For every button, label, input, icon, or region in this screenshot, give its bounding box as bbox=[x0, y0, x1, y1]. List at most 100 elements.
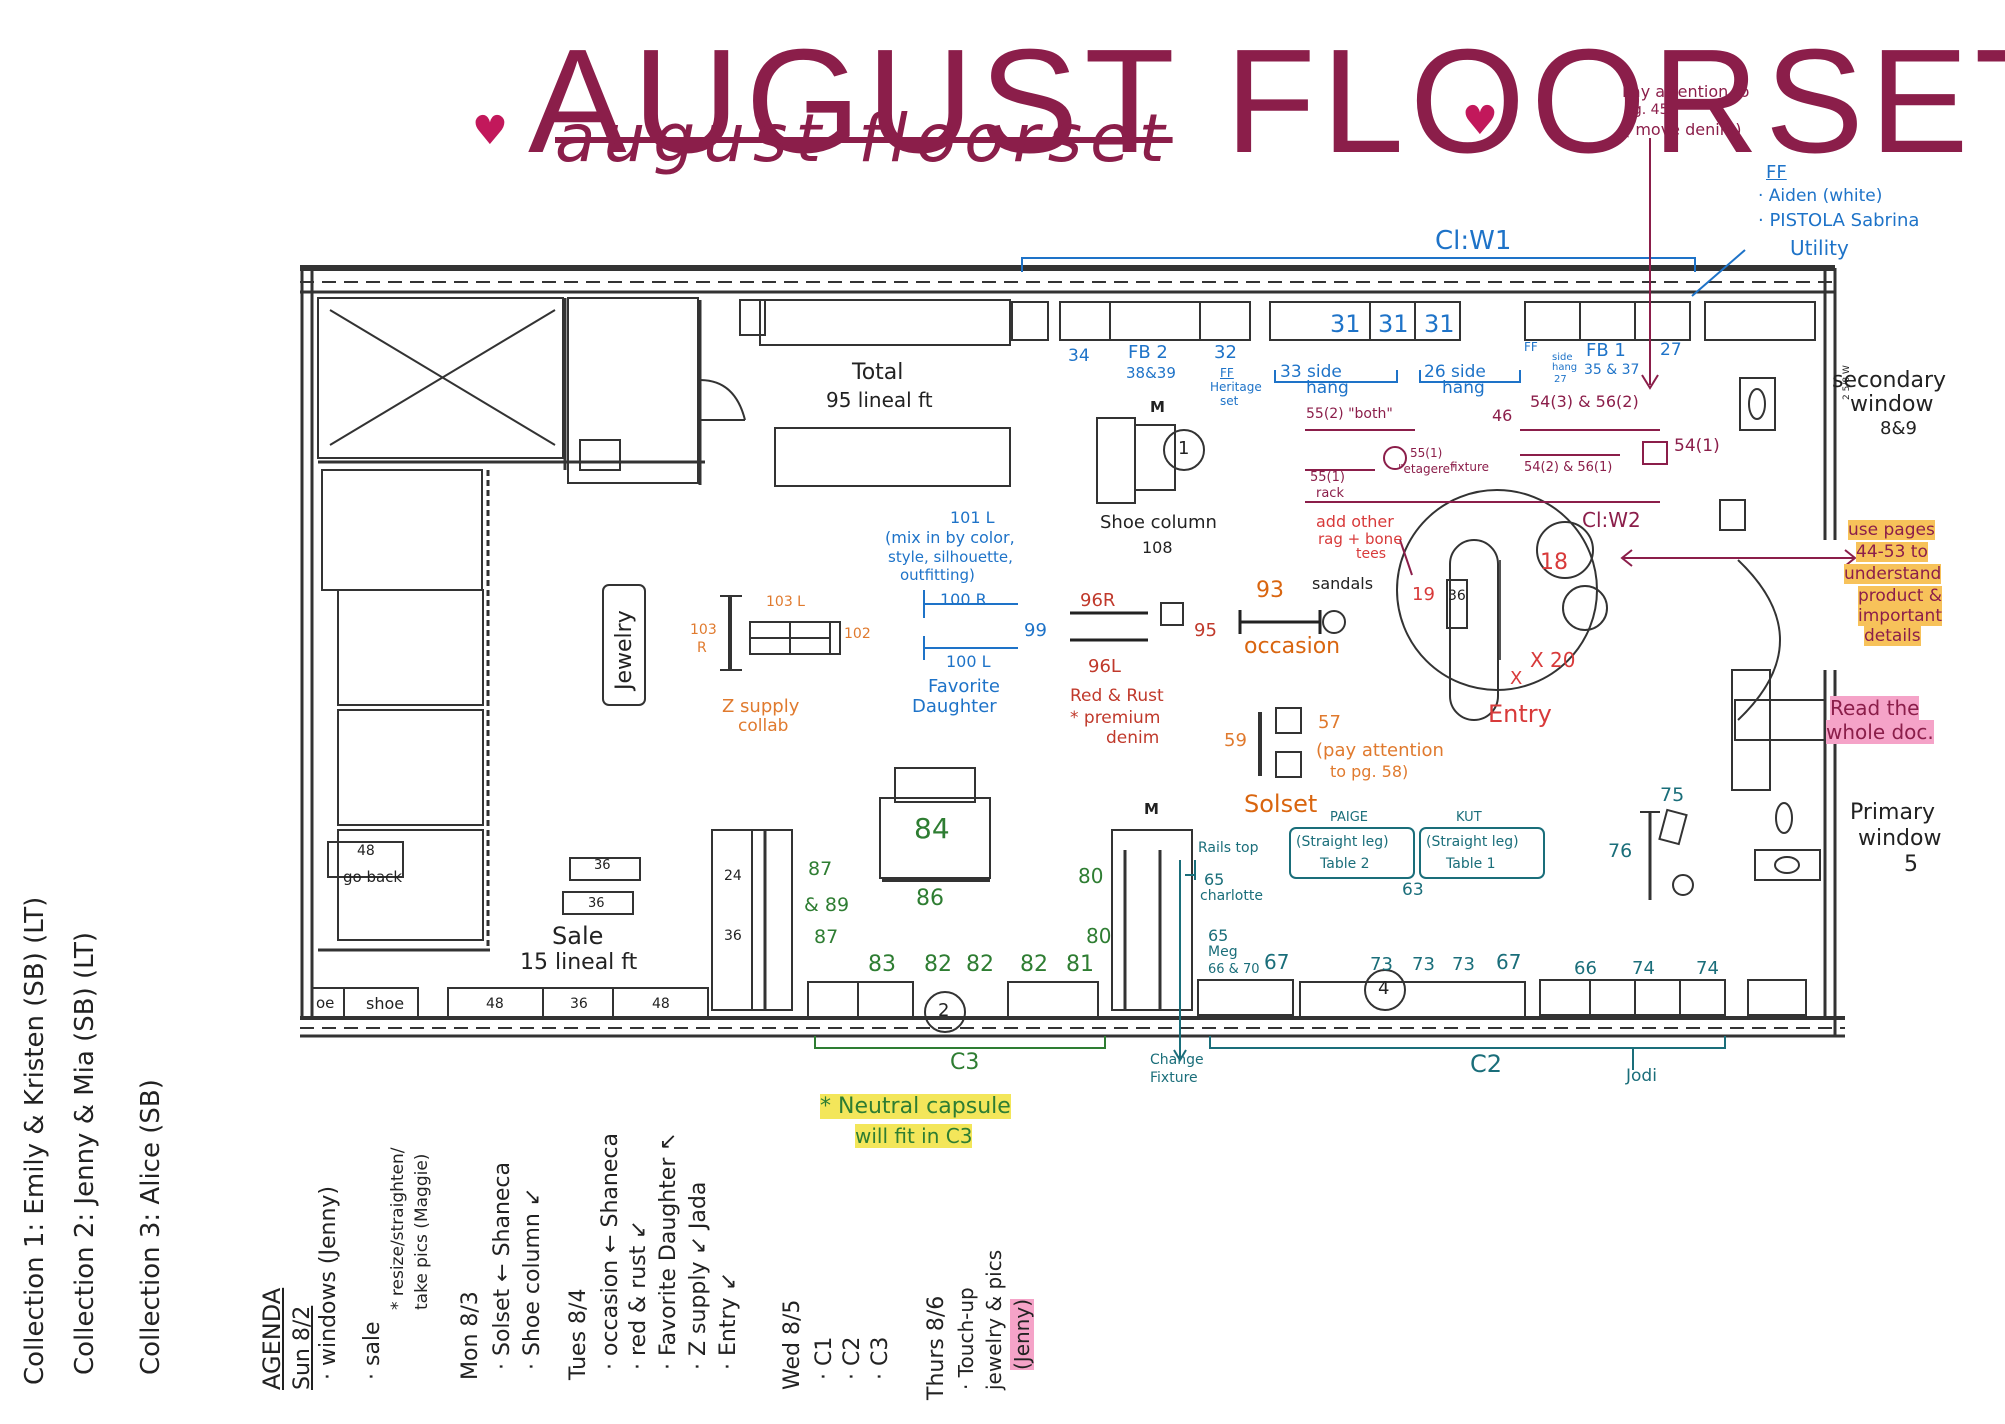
label-65a: 65 bbox=[1204, 870, 1225, 889]
secondary-window-3: 8&9 bbox=[1880, 418, 1917, 439]
label-55-1-rack: 55(1) bbox=[1310, 470, 1345, 485]
label-31c: 31 bbox=[1424, 310, 1455, 338]
m-label-right: M bbox=[1144, 800, 1159, 818]
neutral-capsule-1: * Neutral capsule bbox=[820, 1094, 1011, 1119]
label-fb1: FB 1 bbox=[1586, 340, 1626, 361]
label-46: 46 bbox=[1492, 406, 1513, 425]
agenda-tues: Tues 8/4 bbox=[566, 1288, 591, 1380]
agenda-thurs-2: jewelry & pics bbox=[982, 1249, 1006, 1390]
column-24-label: 24 bbox=[724, 868, 742, 884]
side-hang-27-3: 27 bbox=[1554, 374, 1567, 385]
agenda-tues-1: · occasion ← Shaneca bbox=[598, 1133, 623, 1370]
use-pages-2: 44-53 to bbox=[1856, 542, 1928, 562]
add-other-2: rag + bone bbox=[1318, 530, 1403, 548]
bottom-48a: 48 bbox=[486, 996, 504, 1012]
add-other-1: add other bbox=[1316, 512, 1394, 531]
pay-attention-note-3: ( move denim) bbox=[1624, 120, 1742, 139]
shoe-column-number: 108 bbox=[1142, 538, 1173, 557]
red-rust-3: denim bbox=[1106, 728, 1160, 748]
use-pages-1: use pages bbox=[1848, 520, 1935, 540]
label-27: 27 bbox=[1660, 340, 1682, 360]
c3-row-81: 81 bbox=[1066, 952, 1094, 977]
label-59: 59 bbox=[1224, 730, 1247, 751]
label-93: 93 bbox=[1256, 578, 1284, 603]
ff-note-title: FF bbox=[1766, 162, 1787, 183]
c3-row-82a: 82 bbox=[924, 952, 952, 977]
label-96r: 96R bbox=[1080, 590, 1116, 611]
column-36-label: 36 bbox=[724, 928, 742, 944]
label-102: 102 bbox=[844, 626, 871, 642]
side-hang-26: 26 side bbox=[1424, 362, 1486, 382]
ff-heritage-2: Heritage bbox=[1210, 380, 1262, 394]
label-95: 95 bbox=[1194, 620, 1217, 641]
sandals-circle bbox=[1322, 610, 1346, 634]
circle-1-label: 1 bbox=[1178, 438, 1190, 459]
cl-w2-label: Cl:W2 bbox=[1582, 508, 1641, 532]
agenda-tues-5: · Entry ↙ bbox=[716, 1272, 741, 1370]
label-103r-sub: R bbox=[697, 640, 707, 656]
square-95 bbox=[1160, 602, 1184, 626]
label-54-1: 54(1) bbox=[1674, 436, 1720, 456]
circle-4-label: 4 bbox=[1378, 978, 1390, 999]
label-101l: 101 L bbox=[950, 508, 995, 527]
red-rust-2: * premium bbox=[1070, 708, 1161, 728]
ff-small: FF bbox=[1524, 340, 1538, 354]
pay-58-2: to pg. 58) bbox=[1330, 762, 1409, 781]
paige-table: Table 2 bbox=[1320, 856, 1370, 872]
label-fb1-sub: 35 & 37 bbox=[1584, 362, 1640, 378]
favorite-daughter-2: Daughter bbox=[912, 696, 997, 717]
label-80a: 80 bbox=[1078, 864, 1104, 888]
label-76: 76 bbox=[1608, 840, 1633, 862]
shoe-label: shoe bbox=[366, 994, 405, 1013]
sale-label: Sale bbox=[552, 922, 604, 950]
label-55-1-rack-sub: rack bbox=[1316, 486, 1344, 501]
c2-row-73c: 73 bbox=[1452, 954, 1475, 975]
change-fixture-2: Fixture bbox=[1150, 1070, 1198, 1086]
label-86: 86 bbox=[916, 886, 944, 911]
paige-sub: (Straight leg) bbox=[1296, 834, 1389, 850]
label-96l: 96L bbox=[1088, 656, 1121, 677]
sale-table-36a: 36 bbox=[594, 858, 611, 873]
bottom-36: 36 bbox=[570, 996, 588, 1012]
jodi-label: Jodi bbox=[1626, 1066, 1657, 1086]
red-rust-1: Red & Rust bbox=[1070, 686, 1164, 706]
label-55-1-etagere-2: "etagere" bbox=[1398, 462, 1456, 476]
bottom-48b: 48 bbox=[652, 996, 670, 1012]
label-75: 75 bbox=[1660, 784, 1685, 806]
title-heart-right: ♥ bbox=[1462, 98, 1498, 144]
c2-row-74a: 74 bbox=[1632, 958, 1655, 979]
side-hang-33-sub: hang bbox=[1306, 378, 1349, 398]
jewelry-case bbox=[602, 584, 646, 706]
use-pages-4: product & bbox=[1858, 586, 1943, 606]
sale-table-bottom bbox=[562, 891, 634, 915]
label-84: 84 bbox=[914, 812, 950, 845]
label-103l: 103 L bbox=[766, 594, 805, 610]
ff-note-item-3: Utility bbox=[1790, 236, 1849, 260]
jewelry-label: Jewelry bbox=[612, 610, 637, 690]
label-32: 32 bbox=[1214, 342, 1237, 363]
circle-2-fixture bbox=[924, 991, 966, 1033]
label-101l-2: (mix in by color, bbox=[885, 528, 1015, 547]
collection-2: Collection 2: Jenny & Mia (SB) (LT) bbox=[70, 931, 100, 1375]
kut-label: KUT bbox=[1456, 810, 1482, 825]
paige-label: PAIGE bbox=[1330, 810, 1369, 825]
agenda-mon: Mon 8/3 bbox=[458, 1291, 483, 1380]
agenda-title: AGENDA bbox=[258, 1287, 286, 1390]
label-89: & 89 bbox=[804, 894, 850, 916]
read-doc-1: Read the bbox=[1830, 696, 1920, 720]
rails-top-label: Rails top bbox=[1198, 840, 1259, 856]
label-54-2: 54(2) & 56(1) bbox=[1524, 460, 1613, 475]
neutral-capsule-2: will fit in C3 bbox=[855, 1124, 973, 1148]
kut-sub: (Straight leg) bbox=[1426, 834, 1519, 850]
agenda-mon-1: · Solset ← Shaneca bbox=[490, 1161, 515, 1370]
solset-fixture-top bbox=[1275, 707, 1302, 734]
agenda-tues-3: · Favorite Daughter ↖ bbox=[656, 1132, 681, 1370]
label-103r: 103 bbox=[690, 622, 717, 638]
c2-label: C2 bbox=[1470, 1050, 1503, 1078]
label-80b: 80 bbox=[1086, 924, 1112, 948]
agenda-tues-4: · Z supply ↙ Jada bbox=[686, 1181, 711, 1370]
label-55-1-etagere: 55(1) bbox=[1410, 446, 1443, 460]
z-supply-1: Z supply bbox=[722, 696, 800, 717]
label-65a-sub: charlotte bbox=[1200, 888, 1263, 904]
c3-label: C3 bbox=[950, 1050, 980, 1075]
